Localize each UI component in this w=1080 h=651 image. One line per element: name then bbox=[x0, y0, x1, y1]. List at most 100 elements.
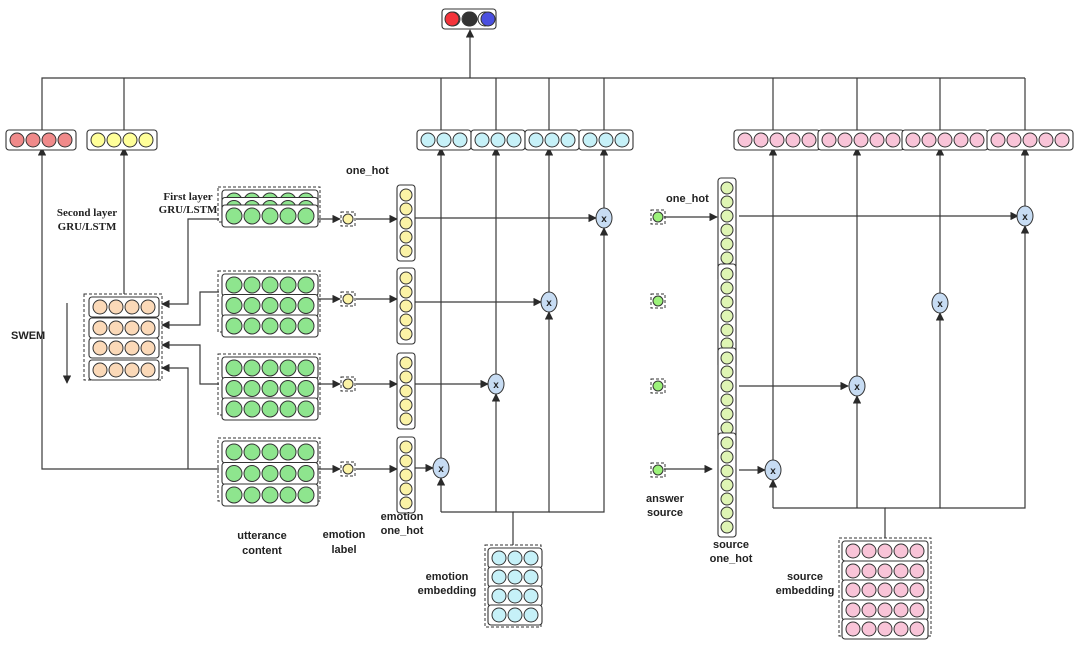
utterance-vector-unit bbox=[297, 276, 315, 294]
utterance-vector-unit bbox=[279, 276, 297, 294]
one-hot-label-right: one_hot bbox=[666, 193, 709, 205]
mult-node: x bbox=[1016, 205, 1034, 227]
diagram-labels: Second layer GRU/LSTM First layer GRU/LS… bbox=[11, 165, 834, 597]
source-embedding-vector bbox=[841, 540, 929, 562]
utterance-vector-unit bbox=[243, 465, 261, 482]
emotion-embedding-vector-unit bbox=[491, 550, 507, 566]
utterance-vector bbox=[221, 293, 319, 318]
emotion-output-vector-unit bbox=[474, 132, 490, 148]
output-unit bbox=[444, 11, 460, 27]
utterance-vector-unit bbox=[279, 486, 297, 504]
emotion-label-line2: label bbox=[331, 544, 356, 556]
emotion-output-vector bbox=[524, 129, 580, 151]
utterance-vector-unit bbox=[261, 465, 279, 482]
emotion-embedding-label-line2: embedding bbox=[418, 585, 477, 597]
source-output-vector-unit bbox=[1054, 132, 1070, 148]
source-onehot-vector-unit bbox=[720, 195, 734, 209]
emotion-onehot-vector-unit bbox=[399, 299, 413, 313]
source-onehot-vector-unit bbox=[720, 209, 734, 223]
second-layer-vector-unit bbox=[140, 340, 156, 356]
source-embedding-vector-unit bbox=[877, 602, 893, 618]
emotion-label-node bbox=[342, 378, 354, 390]
emotion-label-node bbox=[342, 463, 354, 475]
mult-node: x bbox=[764, 459, 782, 481]
utterance-vector-unit bbox=[297, 465, 315, 482]
utterance-vector-unit bbox=[279, 443, 297, 461]
emotion-output-vector-unit bbox=[598, 132, 614, 148]
source-onehot-vector-unit bbox=[720, 450, 734, 464]
emotion-embedding-vector-unit bbox=[491, 588, 507, 604]
emotion-label-node-box bbox=[340, 291, 356, 307]
source-output-vector-unit bbox=[801, 132, 817, 148]
emotion-onehot-vector bbox=[396, 184, 416, 262]
emotion-output-vector-unit bbox=[544, 132, 560, 148]
source-output-vector-unit bbox=[837, 132, 853, 148]
source-onehot-vector-unit bbox=[720, 251, 734, 265]
utterance-vector-unit bbox=[297, 486, 315, 504]
source-output-vector-unit bbox=[769, 132, 785, 148]
source-embedding-vector bbox=[841, 618, 929, 640]
emotion-output-vector bbox=[470, 129, 526, 151]
emotion-output-vector-unit bbox=[560, 132, 576, 148]
second-layer-vector-unit bbox=[92, 299, 108, 315]
source-onehot-vector-unit bbox=[720, 323, 734, 337]
emotion-embed-line bbox=[441, 511, 514, 545]
utterance-vector-unit bbox=[243, 443, 261, 461]
source-embedding-vector-unit bbox=[909, 543, 925, 559]
answer-source-label-line2: source bbox=[647, 507, 683, 519]
emotion-onehot-vector bbox=[396, 267, 416, 345]
emotion-embedding-vector-unit bbox=[491, 569, 507, 585]
emotion-onehot-vector-unit bbox=[399, 370, 413, 384]
utterance-vector bbox=[221, 204, 319, 228]
emotion-embedding-vector-unit bbox=[523, 569, 539, 585]
utterance-vector-unit bbox=[225, 297, 243, 314]
emotion-onehot-vector bbox=[396, 352, 416, 430]
source-embedding-vector-unit bbox=[893, 582, 909, 598]
source-output-vector-unit bbox=[905, 132, 921, 148]
mult-node-symbol: x bbox=[770, 466, 776, 477]
source-embedding-vector bbox=[841, 560, 929, 582]
second-layer-vector-frame bbox=[88, 359, 160, 381]
source-embedding-vector-unit bbox=[877, 563, 893, 579]
mult-node-symbol: x bbox=[493, 380, 499, 391]
emotion-onehot-vector-unit bbox=[399, 188, 413, 202]
second-layer-vector-unit bbox=[92, 320, 108, 336]
gru-output-vector bbox=[86, 129, 158, 151]
second-layer-vector bbox=[88, 337, 160, 359]
emotion-output-vector-unit bbox=[420, 132, 436, 148]
second-layer-vector-unit bbox=[108, 299, 124, 315]
swem-output-vector-unit bbox=[25, 132, 41, 148]
source-embedding-vector-unit bbox=[909, 621, 925, 637]
utterance-vector-unit bbox=[279, 400, 297, 418]
source-output-vector-unit bbox=[885, 132, 901, 148]
first-layer-line-3 bbox=[161, 340, 219, 385]
emotion-output-vector-unit bbox=[436, 132, 452, 148]
answer-source-node bbox=[652, 211, 664, 223]
utterance-vector-unit bbox=[261, 207, 279, 225]
second-layer-label-line1: Second layer bbox=[57, 207, 117, 219]
mult-node-symbol: x bbox=[438, 464, 444, 475]
source-embedding-vector-unit bbox=[909, 602, 925, 618]
utterance-vector-unit bbox=[279, 317, 297, 335]
one-hot-label-left: one_hot bbox=[346, 165, 389, 177]
top-bus-line bbox=[41, 77, 1025, 131]
mult-node-shape bbox=[487, 373, 505, 395]
emotion-label-node bbox=[342, 213, 354, 225]
emotion-onehot-vector-unit bbox=[399, 313, 413, 327]
first-layer-line-1 bbox=[161, 218, 219, 309]
source-embedding-vector-unit bbox=[861, 563, 877, 579]
source-output-vector-unit bbox=[1022, 132, 1038, 148]
emotion-label-node bbox=[342, 293, 354, 305]
mult-node-shape bbox=[595, 207, 613, 229]
source-onehot-vector-unit bbox=[720, 181, 734, 195]
utterance-vector-unit bbox=[261, 317, 279, 335]
utterance-vector-unit bbox=[261, 359, 279, 377]
emotion-embedding-vector-unit bbox=[507, 569, 523, 585]
swem-output-vector-unit bbox=[41, 132, 57, 148]
second-layer-vector-unit bbox=[108, 362, 124, 378]
source-onehot-label-line2: one_hot bbox=[710, 553, 753, 565]
source-embedding-vector-unit bbox=[877, 621, 893, 637]
source-embedding-vector-unit bbox=[893, 563, 909, 579]
